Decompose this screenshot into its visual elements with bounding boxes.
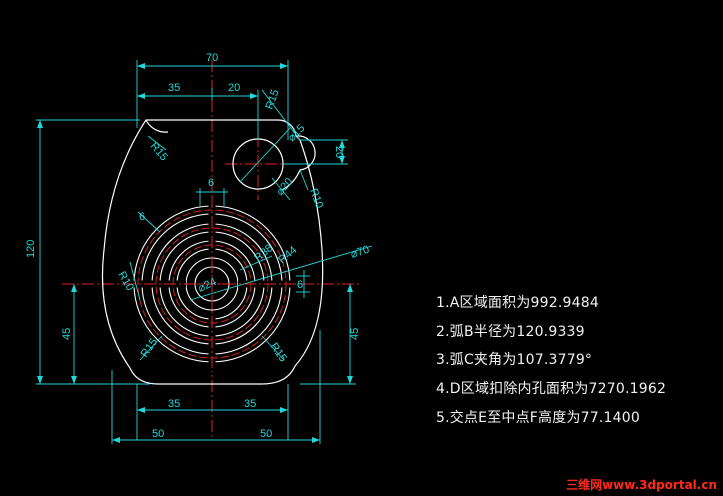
dimension-lines (36, 60, 373, 444)
arrow-45l-top (71, 284, 77, 292)
arrow-50-right (312, 437, 320, 443)
arrow-50-left (112, 437, 120, 443)
leader-d15 (239, 127, 291, 183)
arrow-120-top (37, 120, 43, 128)
dim-text-d24: ⌀24 (196, 276, 218, 295)
arrow-45l-bottom (71, 376, 77, 384)
arrow-35-left (137, 93, 145, 99)
dim-text-50-br: 50 (260, 428, 272, 440)
arrow-45r-top (347, 284, 353, 292)
dim-text-20-top: 20 (228, 82, 240, 94)
leader-r15-top (261, 89, 301, 141)
dim-text-20: 20 (333, 146, 345, 158)
note-4: 4.D区域扣除内孔面积为7270.1962 (436, 381, 667, 397)
leader-r10-left (129, 261, 141, 301)
dim-text-r10-right: R10 (307, 187, 325, 210)
note-5: 5.交点E至中点F高度为77.1400 (436, 410, 640, 426)
dim-text-r15-br: R15 (268, 341, 289, 364)
dim-text-45-right: 45 (349, 328, 361, 340)
note-3: 3.弧C夹角为107.3779° (436, 352, 593, 368)
arrow-20-top (339, 140, 345, 148)
dim-text-r15-top: R15 (264, 88, 282, 111)
leader-d70 (189, 245, 373, 301)
note-2: 2.弧B半径为120.9339 (436, 324, 585, 340)
arrow-70-left (137, 63, 145, 69)
arrow-45r-bottom (347, 376, 353, 384)
dim-text-r44: R44 (276, 244, 299, 266)
dim-text-35-br: 35 (244, 398, 256, 410)
watermark: 三维网www.3dportal.cn (566, 478, 717, 492)
dim-text-35-bl: 35 (168, 398, 180, 410)
leader-r10 (299, 169, 309, 191)
dim-text-d70: ⌀70 (349, 244, 371, 261)
arrow-70-right (280, 63, 288, 69)
center-lines-overlay (124, 196, 300, 372)
dim-text-45-left: 45 (61, 328, 73, 340)
dim-text-70: 70 (206, 52, 218, 64)
dim-text-r38: R38 (252, 242, 275, 264)
dim-text-35-top: 35 (168, 82, 180, 94)
corner-r15 (145, 119, 169, 133)
note-1: 1.A区域面积为992.9484 (436, 295, 599, 311)
dim-text-6-right: 6 (297, 279, 303, 291)
leader-d20 (271, 177, 291, 201)
arrow-20-bottom (339, 156, 345, 164)
dimension-arrows (37, 63, 353, 443)
dim-text-6-top: 6 (208, 177, 214, 189)
outer-profile (101, 119, 324, 385)
dim-text-50-bl: 50 (152, 428, 164, 440)
dim-text-r15-left: R15 (148, 140, 170, 163)
dimension-texts: 70 35 20 R15 ⌀15 20 R10 ⌀20 R15 6 6 120 … (25, 52, 371, 440)
dim-text-120: 120 (25, 240, 37, 258)
arrow-120-bottom (37, 376, 43, 384)
leader-r15-left (147, 135, 167, 151)
dim-text-6-left: 6 (139, 211, 145, 223)
arrow-20-right (250, 93, 258, 99)
leader-r15-br (261, 335, 285, 361)
arrow-35b-left (137, 407, 145, 413)
arrow-35b-right (280, 407, 288, 413)
leader-r38-r44 (239, 255, 273, 271)
dim-line-6-left (137, 211, 161, 233)
leader-r15-bl (139, 335, 163, 361)
